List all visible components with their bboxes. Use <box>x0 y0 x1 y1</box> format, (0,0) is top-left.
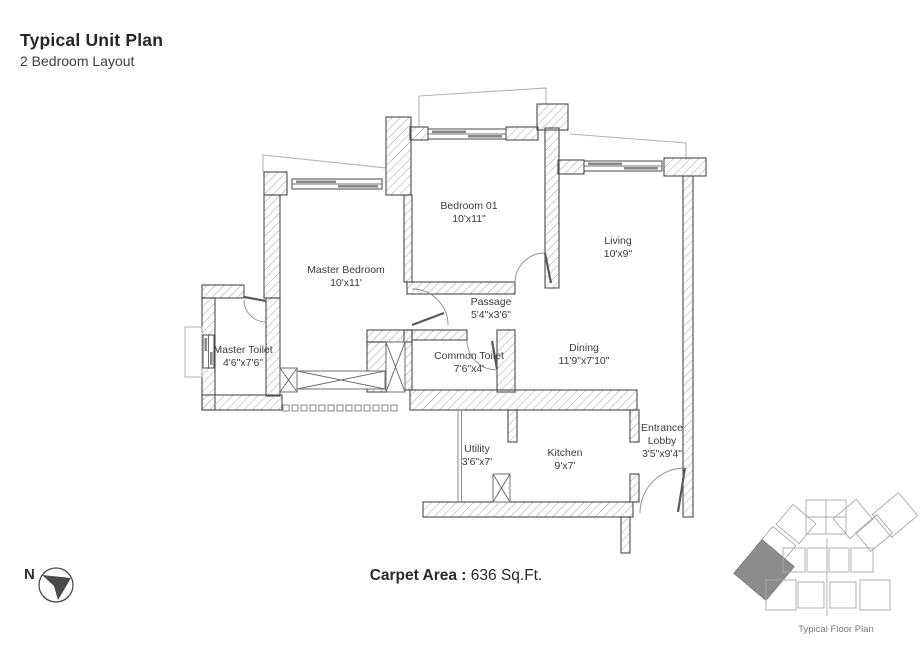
room-name: Master Bedroom <box>307 264 385 276</box>
room-dims: 4'6"x7'6" <box>222 357 264 369</box>
door-leaf-master-toilet <box>243 295 267 303</box>
window-master-bedroom <box>291 178 383 190</box>
windows-group <box>184 128 663 378</box>
room-label-common-toilet: Common Toilet 7'6"x4' <box>434 350 504 376</box>
title-block: Typical Unit Plan 2 Bedroom Layout <box>20 30 163 69</box>
room-label-master-toilet: Master Toilet 4'6"x7'6" <box>213 344 272 370</box>
door-leaf-master-bedroom <box>411 311 445 327</box>
north-label: N <box>24 566 35 583</box>
door-leaf-common-toilet <box>490 340 499 370</box>
room-name: Dining <box>569 342 599 354</box>
doors-group <box>243 252 687 514</box>
page-subtitle: 2 Bedroom Layout <box>20 53 135 69</box>
room-name: Entrance Lobby <box>640 422 684 447</box>
room-name: Bedroom 01 <box>440 200 498 212</box>
room-dims: 10'x11" <box>452 213 486 225</box>
room-dims: 5'4"x3'6" <box>470 309 512 321</box>
carpet-area-value: 636 Sq.Ft. <box>470 567 543 584</box>
door-arc-bedroom-01 <box>514 252 546 284</box>
room-dims: 10'x11' <box>330 277 362 289</box>
room-label-kitchen: Kitchen 9'x7' <box>547 447 582 473</box>
carpet-area-label: Carpet Area : <box>369 567 467 584</box>
dry-area-tick-strip <box>282 404 398 412</box>
window-master-toilet <box>202 334 215 369</box>
page-title: Typical Unit Plan <box>20 30 164 50</box>
room-name: Master Toilet <box>213 344 273 356</box>
utility-screen-lines <box>457 411 462 502</box>
wardrobe-end-box <box>279 367 298 393</box>
room-label-entrance-lobby: Entrance Lobby 3'5"x9'4" <box>631 422 693 461</box>
wardrobe-unit <box>296 370 386 390</box>
room-name: Utility <box>464 443 490 455</box>
room-dims: 11'9"x7'10" <box>558 355 610 367</box>
toilet-louver-box <box>184 326 203 378</box>
carpet-area: Carpet Area : 636 Sq.Ft. <box>370 567 543 585</box>
room-dims: 9'x7' <box>554 460 576 472</box>
room-dims: 10'x9" <box>603 248 633 260</box>
window-bedroom-01 <box>427 128 507 140</box>
window-living <box>583 160 663 172</box>
highlighted-unit <box>733 539 795 601</box>
door-leaf-bedroom-01 <box>543 252 553 284</box>
door-leaf-entrance <box>676 467 687 513</box>
room-dims: 3'6"x7' <box>461 456 493 468</box>
compass-circle <box>38 567 74 603</box>
kitchen-shaft <box>492 473 511 503</box>
room-label-master-bedroom: Master Bedroom 10'x11' <box>307 264 385 290</box>
door-arc-common-toilet <box>466 339 498 371</box>
room-name: Common Toilet <box>434 350 504 362</box>
room-label-passage: Passage 5'4"x3'6" <box>471 296 512 322</box>
room-label-bedroom-01: Bedroom 01 10'x11" <box>440 200 497 226</box>
room-dims: 7'6"x4' <box>453 363 485 375</box>
balcony-outlines <box>262 87 687 172</box>
door-arc-master-toilet <box>243 299 267 323</box>
key-plan-graphic <box>733 491 919 616</box>
room-label-living: Living 10'x9" <box>604 235 633 261</box>
room-name: Kitchen <box>547 447 583 459</box>
room-name: Passage <box>470 296 512 308</box>
room-name: Living <box>604 235 632 247</box>
key-plan-caption: Typical Floor Plan <box>798 624 874 635</box>
casework-group <box>279 341 511 503</box>
room-label-utility: Utility 3'6"x7' <box>462 443 493 469</box>
door-arc-entrance <box>639 467 686 514</box>
compass-arrow <box>42 575 71 600</box>
room-label-dining: Dining 11'9"x7'10" <box>559 342 610 368</box>
north-compass <box>38 567 74 603</box>
door-arc-master-bedroom <box>411 288 449 326</box>
room-dims: 3'5"x9'4" <box>641 448 683 460</box>
duct-shaft <box>385 341 406 393</box>
